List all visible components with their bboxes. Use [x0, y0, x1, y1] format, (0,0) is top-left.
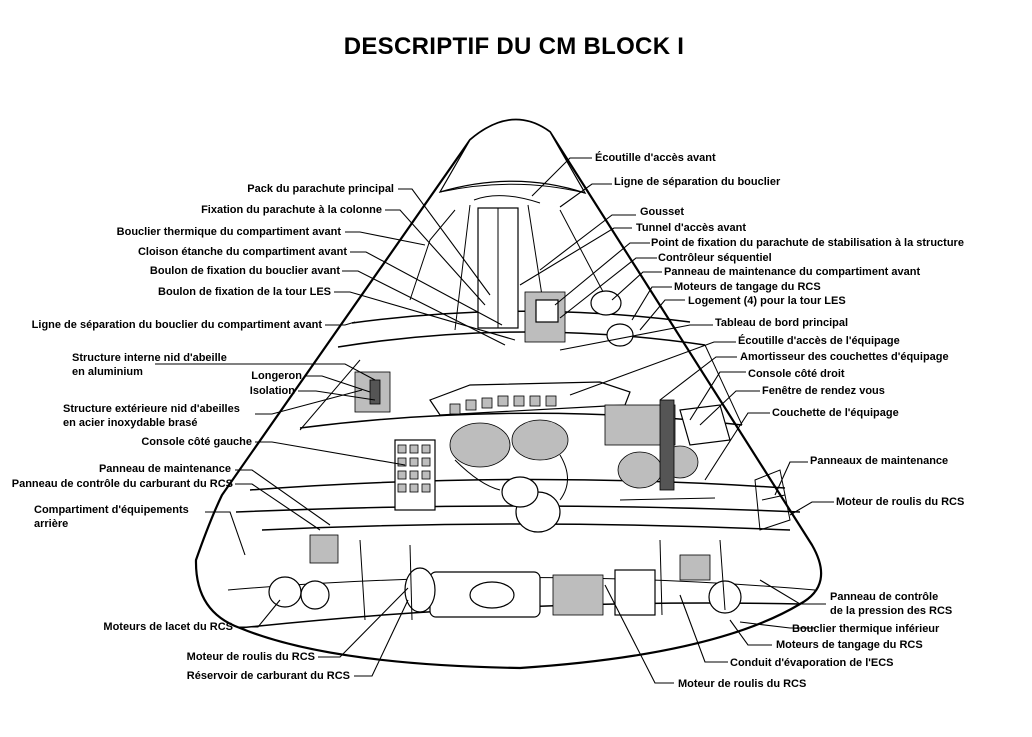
label-compartiment-arriere-1: Compartiment d'équipements	[34, 504, 189, 516]
aft-compartment	[268, 534, 742, 621]
label-couchette: Couchette de l'équipage	[772, 407, 899, 419]
label-panneau-controle-carburant: Panneau de contrôle du carburant du RCS	[12, 478, 233, 490]
label-compartiment-arriere-2: arrière	[34, 518, 68, 530]
label-console-droit: Console côté droit	[748, 368, 845, 380]
label-panneau-pression-1: Panneau de contrôle	[830, 591, 938, 603]
capsule-illustration	[194, 118, 823, 670]
forward-separation-band	[351, 310, 691, 324]
label-ligne-separation-bouclier: Ligne de séparation du bouclier	[614, 176, 781, 188]
label-bouclier-inferieur: Bouclier thermique inférieur	[792, 623, 940, 635]
label-cloison-etanche: Cloison étanche du compartiment avant	[138, 246, 347, 258]
label-moteurs-lacet: Moteurs de lacet du RCS	[103, 621, 233, 633]
label-console-gauche: Console côté gauche	[141, 436, 252, 448]
label-structure-interne-1: Structure interne nid d'abeille	[72, 352, 227, 364]
label-logement-tour-les: Logement (4) pour la tour LES	[688, 295, 846, 307]
label-isolation: Isolation	[250, 385, 296, 397]
label-fenetre-rendez-vous: Fenêtre de rendez vous	[762, 385, 885, 397]
callout-labels: Écoutille d'accès avant Ligne de séparat…	[12, 151, 965, 690]
les-well-upper	[590, 290, 622, 316]
label-structure-ext-1: Structure extérieure nid d'abeilles	[63, 403, 240, 415]
label-moteur-roulis-droite: Moteur de roulis du RCS	[836, 496, 964, 508]
label-reservoir-carburant: Réservoir de carburant du RCS	[187, 670, 350, 682]
label-ecoutille-acces-avant: Écoutille d'accès avant	[595, 151, 716, 164]
label-boulon-bouclier-avant: Boulon de fixation du bouclier avant	[150, 265, 340, 277]
label-amortisseur: Amortisseur des couchettes d'équipage	[740, 351, 949, 363]
label-pack-parachute: Pack du parachute principal	[247, 183, 394, 195]
label-moteur-roulis-bas-gauche: Moteur de roulis du RCS	[187, 651, 315, 663]
label-longeron: Longeron	[251, 370, 302, 382]
label-point-fixation-parachute: Point de fixation du parachute de stabil…	[651, 237, 964, 249]
console-switches	[449, 395, 557, 415]
label-tunnel-acces-avant: Tunnel d'accès avant	[636, 222, 746, 234]
label-ligne-separation-avant: Ligne de séparation du bouclier du compa…	[32, 319, 323, 331]
les-well-lower	[606, 323, 634, 347]
label-structure-ext-2: en acier inoxydable brasé	[63, 417, 198, 429]
label-panneau-maintenance-avant: Panneau de maintenance du compartiment a…	[664, 266, 920, 278]
label-bouclier-thermique-avant: Bouclier thermique du compartiment avant	[117, 226, 342, 238]
left-side-console	[394, 439, 436, 511]
label-boulon-tour-les: Boulon de fixation de la tour LES	[158, 286, 331, 298]
label-moteur-roulis-bas: Moteur de roulis du RCS	[678, 678, 806, 690]
label-tableau-bord: Tableau de bord principal	[715, 317, 848, 329]
label-conduit-ecs: Conduit d'évaporation de l'ECS	[730, 657, 894, 669]
label-panneaux-maintenance: Panneaux de maintenance	[810, 455, 948, 467]
page-title: DESCRIPTIF DU CM BLOCK I	[344, 33, 685, 60]
label-panneau-pression-2: de la pression des RCS	[830, 605, 952, 617]
label-panneau-maintenance: Panneau de maintenance	[99, 463, 231, 475]
leader-lines	[155, 157, 834, 684]
crew-figures	[449, 419, 699, 533]
label-ecoutille-equipage: Écoutille d'accès de l'équipage	[738, 334, 900, 347]
label-moteurs-tangage-haut: Moteurs de tangage du RCS	[674, 281, 821, 293]
label-controleur-sequentiel: Contrôleur séquentiel	[658, 252, 772, 264]
label-structure-interne-2: en aluminium	[72, 366, 143, 378]
label-moteurs-tangage-bas: Moteurs de tangage du RCS	[776, 639, 923, 651]
label-fixation-parachute-colonne: Fixation du parachute à la colonne	[201, 204, 382, 216]
label-gousset: Gousset	[640, 206, 684, 218]
